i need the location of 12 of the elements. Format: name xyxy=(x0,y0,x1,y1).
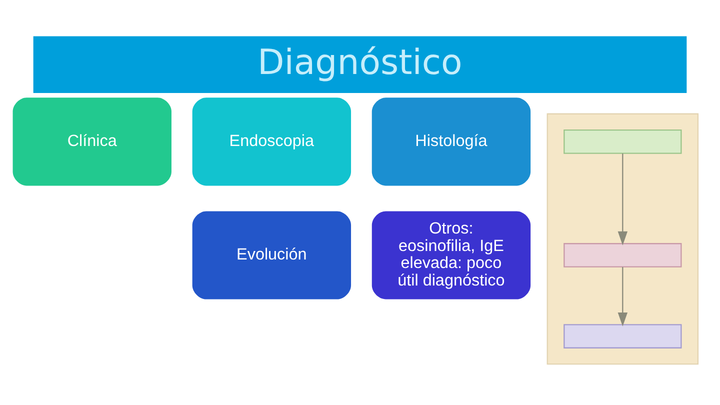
diagram-title: Diagnóstico xyxy=(257,42,462,83)
node-box: Endoscopia xyxy=(192,98,352,186)
arrow xyxy=(618,267,628,326)
node-box: Otros: eosinofilia, IgE elevada: poco útil diagnóstico xyxy=(372,211,531,300)
node-box: Evolución xyxy=(192,211,352,300)
node-box xyxy=(564,130,682,154)
cluster xyxy=(546,113,699,365)
arrow xyxy=(618,154,628,246)
node-box: Histología xyxy=(372,98,531,186)
node-box xyxy=(564,243,682,268)
node-box: Clínica xyxy=(12,98,172,186)
node-box xyxy=(564,324,682,348)
